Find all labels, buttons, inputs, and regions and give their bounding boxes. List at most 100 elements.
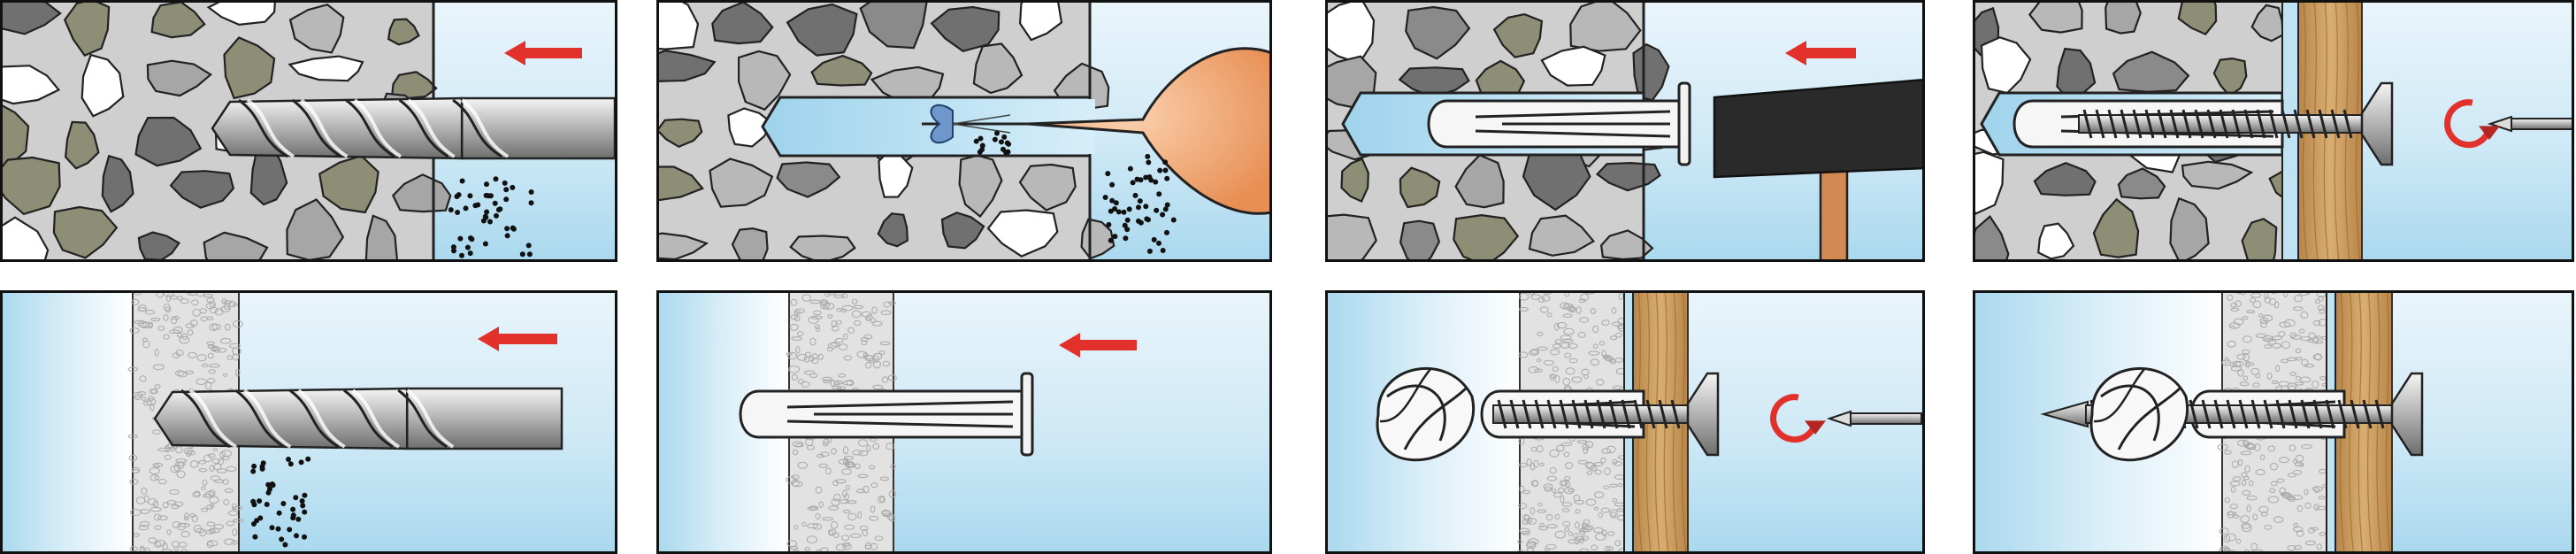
board-speck	[2240, 515, 2250, 523]
dust-dot	[484, 181, 489, 188]
board-speck	[208, 453, 216, 458]
board-speck	[209, 323, 218, 332]
board-speck	[1592, 325, 1599, 334]
board-speck	[187, 450, 196, 456]
board-speck	[196, 378, 207, 385]
board-speck	[801, 522, 807, 527]
board-speck	[129, 327, 140, 334]
board-speck	[809, 505, 818, 510]
board-speck	[157, 479, 167, 485]
board-speck	[152, 462, 164, 467]
board-speck	[209, 363, 220, 368]
board-speck	[843, 355, 853, 361]
board-speck	[1568, 539, 1579, 544]
board-speck	[142, 337, 148, 342]
board-speck	[791, 373, 798, 381]
dust-dot	[300, 503, 306, 509]
board-speck	[224, 323, 231, 331]
board-speck	[1562, 377, 1571, 386]
screw-thread	[2281, 109, 2291, 139]
stone	[1492, 12, 1544, 58]
air-burst	[930, 104, 954, 144]
dust-dot	[464, 244, 471, 250]
board-speck	[851, 310, 862, 319]
dust-dot	[526, 251, 533, 258]
board-speck	[871, 306, 878, 314]
screw-thread	[1670, 399, 1681, 429]
board-speck	[149, 467, 160, 475]
board-speck	[202, 479, 208, 486]
board-speck	[143, 495, 150, 503]
screw-thread	[1633, 399, 1644, 429]
board-speck	[2294, 545, 2303, 550]
board-speck	[864, 544, 872, 550]
board-speck	[1553, 492, 1563, 498]
board-speck	[1604, 467, 1611, 475]
board-speck	[2271, 481, 2278, 487]
board-speck	[216, 468, 227, 473]
board-speck	[176, 296, 184, 301]
dust-dot	[1156, 240, 1162, 246]
board-speck	[2318, 296, 2324, 302]
panel-frame	[1325, 290, 1925, 554]
board-speck	[2281, 358, 2289, 364]
stone	[1599, 229, 1654, 261]
board-speck	[154, 464, 160, 469]
drill-bit-icon	[211, 96, 617, 160]
board-speck	[1522, 489, 1531, 495]
board-speck	[2296, 530, 2304, 537]
screw-thread	[1571, 399, 1582, 429]
board-speck	[887, 374, 897, 381]
board-speck	[189, 460, 199, 468]
knot-body	[1376, 366, 1476, 462]
board-speck	[2231, 460, 2239, 469]
dust-dot	[251, 502, 257, 508]
board-speck	[2317, 304, 2325, 312]
board-speck	[1534, 368, 1543, 373]
board-speck	[831, 448, 837, 455]
board-speck	[1563, 451, 1570, 458]
board-speck	[827, 346, 833, 352]
board-speck	[181, 333, 188, 341]
board-speck	[189, 513, 196, 518]
board-speck	[2228, 322, 2241, 329]
arrow-shaft	[1075, 340, 1137, 350]
board-speck	[1560, 442, 1573, 447]
screw-thread	[1596, 399, 1606, 429]
board-speck	[833, 294, 845, 298]
dust-dot	[978, 135, 984, 142]
dust-particles-icon	[448, 176, 534, 258]
board-speck	[798, 378, 804, 385]
dust-dot	[1160, 248, 1166, 253]
plug-slots	[1475, 110, 1671, 138]
drill-flute	[345, 98, 395, 158]
screw-head	[2390, 372, 2424, 457]
board-speck	[180, 530, 190, 538]
board-speck	[1571, 376, 1583, 383]
stone	[737, 50, 792, 112]
screw-thread	[2213, 399, 2224, 429]
board-speck	[152, 429, 161, 435]
screw-thread	[2243, 109, 2254, 139]
board-speck	[191, 299, 199, 306]
drill-shank	[460, 96, 617, 160]
stone	[709, 158, 774, 208]
board-speck	[221, 298, 227, 304]
screw-thread	[1534, 399, 1545, 429]
screw-thread	[2318, 109, 2328, 139]
dust-dot	[267, 486, 272, 492]
dust-dot	[480, 218, 487, 224]
board-speck	[881, 509, 891, 516]
board-speck	[1595, 533, 1606, 541]
board-speck	[787, 352, 798, 360]
screw-head-countersunk	[2390, 372, 2424, 457]
board-speck	[830, 380, 836, 387]
screw-thread	[2337, 399, 2348, 429]
drill-flute	[234, 389, 286, 449]
board-speck	[2246, 310, 2255, 314]
dust-dot	[504, 226, 510, 232]
screwdriver-icon	[1826, 410, 1922, 427]
board-speck	[865, 316, 870, 321]
stone	[1540, 45, 1606, 87]
